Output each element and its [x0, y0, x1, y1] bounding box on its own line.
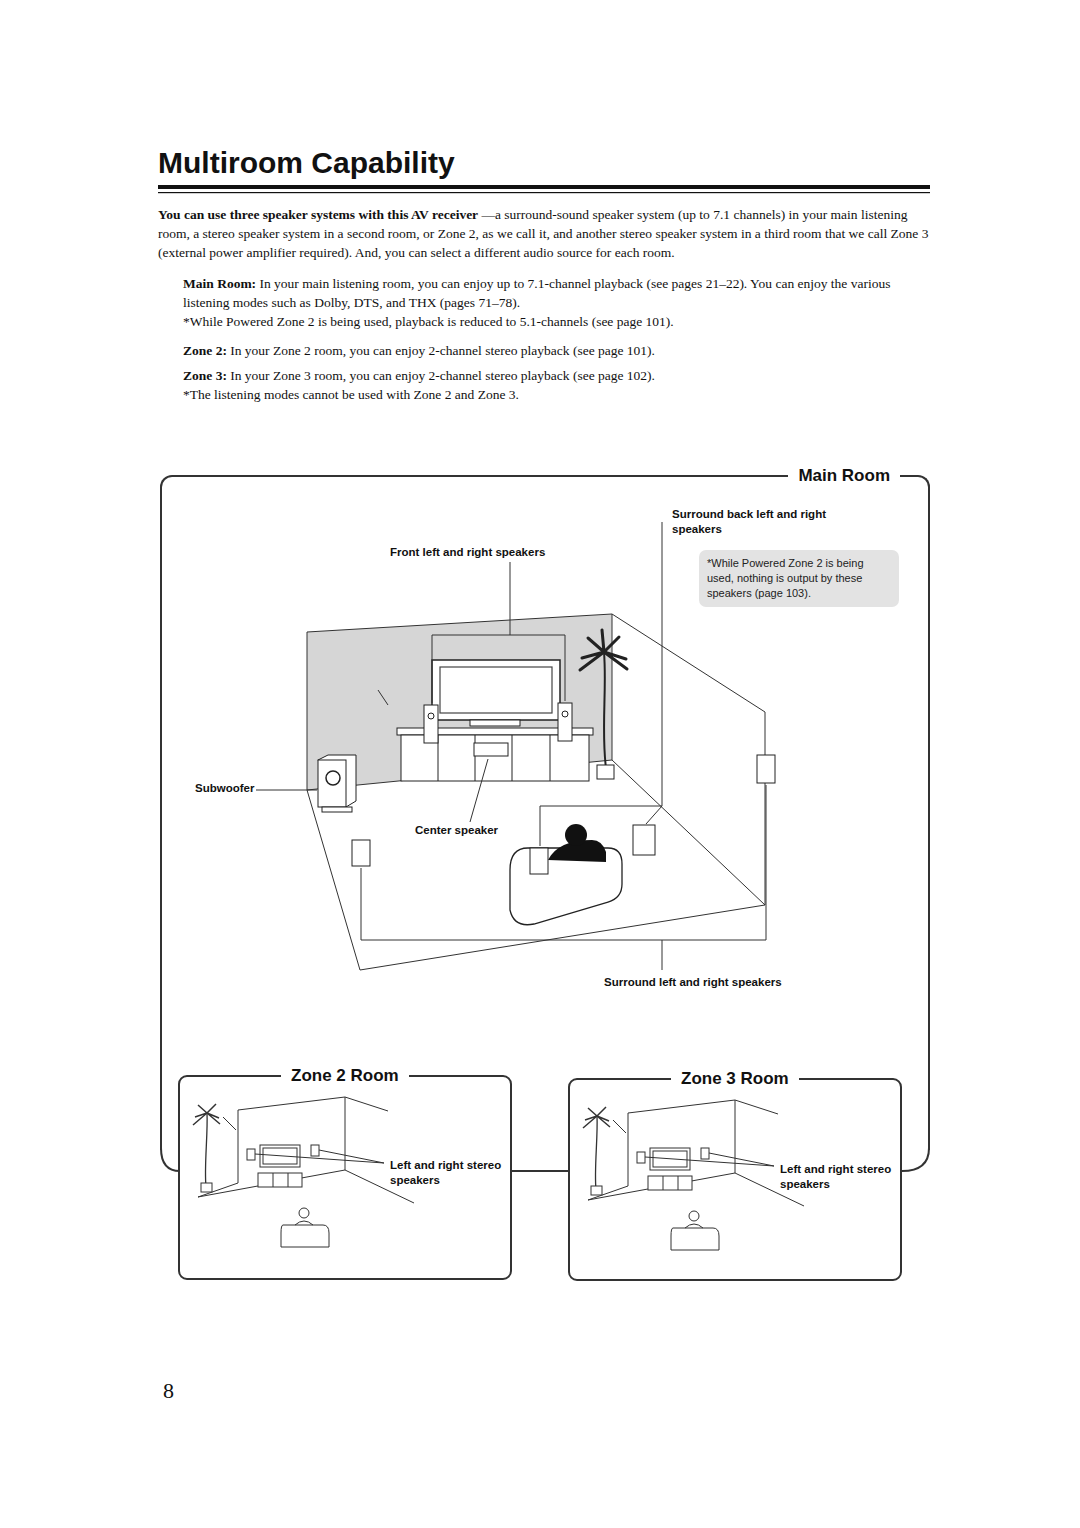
room-heading: Zone 3 Room — [671, 1068, 799, 1090]
lead-in: Zone 3: — [183, 368, 227, 383]
room-panel: Zone 2 Room — [178, 1075, 512, 1280]
callout-label: Front left and right speakers — [390, 545, 545, 560]
paragraph: Zone 3:In your Zone 3 room, you can enjo… — [158, 366, 930, 385]
lead-in: Main Room: — [183, 276, 256, 291]
body-text: In your Zone 3 room, you can enjoy 2-cha… — [230, 368, 655, 383]
body-text: In your Zone 2 room, you can enjoy 2-cha… — [230, 343, 655, 358]
body-text: In your main listening room, you can enj… — [183, 276, 890, 310]
intro-text: You can use three speaker systems with t… — [158, 205, 930, 404]
callout-label: Left and right stereo speakers — [390, 1158, 502, 1188]
body-text: *The listening modes cannot be used with… — [183, 387, 519, 402]
paragraph: You can use three speaker systems with t… — [158, 205, 930, 262]
callout-label: Subwoofer — [195, 781, 254, 796]
room-panel: Zone 3 Room — [568, 1078, 902, 1281]
paragraph: *The listening modes cannot be used with… — [158, 385, 930, 404]
page-title: Multiroom Capability — [158, 146, 455, 180]
paragraph: *While Powered Zone 2 is being used, pla… — [158, 312, 930, 331]
frame-connector — [512, 1170, 568, 1172]
callout-label: Left and right stereo speakers — [780, 1162, 892, 1192]
paragraph: Main Room:In your main listening room, y… — [158, 274, 930, 312]
callout-label: Surround left and right speakers — [604, 975, 782, 990]
callout-label: Surround back left and right speakers — [672, 507, 877, 537]
paragraph: Zone 2:In your Zone 2 room, you can enjo… — [158, 341, 930, 360]
room-heading: Zone 2 Room — [281, 1065, 409, 1087]
lead-in: You can use three speaker systems with t… — [158, 207, 478, 222]
page-number: 8 — [163, 1378, 174, 1404]
room-heading: Main Room — [788, 465, 900, 487]
note-text: *While Powered Zone 2 is being used, not… — [707, 556, 891, 601]
callout-label: Center speaker — [415, 823, 498, 838]
lead-in: Zone 2: — [183, 343, 227, 358]
room-panel: Main Room*While Powered Zone 2 is being … — [160, 475, 930, 1150]
note-box: *While Powered Zone 2 is being used, not… — [699, 550, 899, 607]
body-text: *While Powered Zone 2 is being used, pla… — [183, 314, 674, 329]
